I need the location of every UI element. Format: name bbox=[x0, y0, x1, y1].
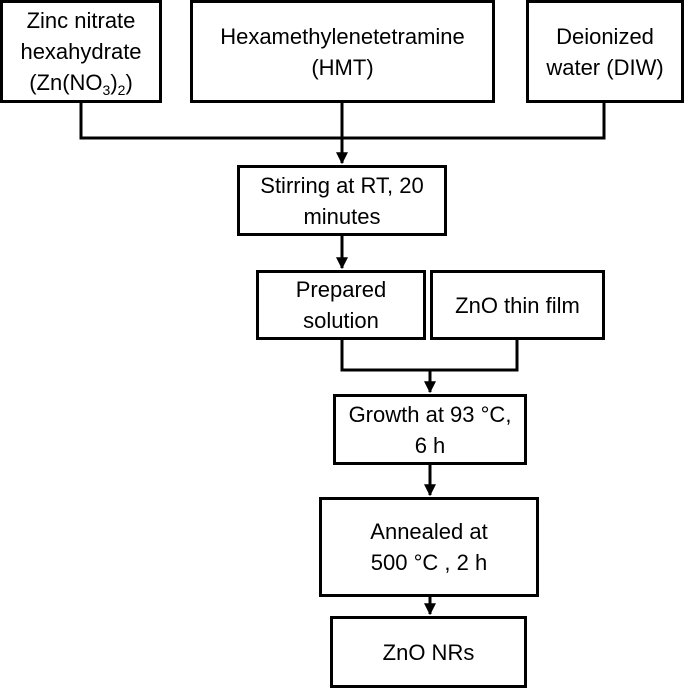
zno-nrs-line1: ZnO NRs bbox=[382, 639, 475, 665]
zno-nrs-box: ZnO NRs bbox=[330, 616, 527, 688]
diw-line2: water (DIW) bbox=[546, 54, 664, 80]
formula-sub-2: 2 bbox=[117, 82, 126, 98]
formula-part-b: ) bbox=[110, 70, 118, 95]
diw-box: Deionized water (DIW) bbox=[526, 0, 684, 103]
prepared-solution-line1: Prepared bbox=[295, 277, 387, 302]
hmt-line1: Hexamethylenetetramine bbox=[220, 23, 465, 49]
diw-line1: Deionized bbox=[556, 23, 654, 49]
growth-line2: 6 h bbox=[414, 432, 446, 458]
zinc-nitrate-line2: hexahydrate bbox=[20, 39, 142, 64]
formula-part-c: ) bbox=[125, 70, 133, 95]
hmt-line2: (HMT) bbox=[311, 54, 374, 80]
growth-line1: Growth at 93 °C, bbox=[348, 401, 512, 427]
annealed-box: Annealed at 500 °C , 2 h bbox=[319, 497, 539, 597]
formula-sub-3: 3 bbox=[102, 82, 111, 98]
zno-thin-film-box: ZnO thin film bbox=[430, 270, 605, 340]
zinc-nitrate-box: Zinc nitrate hexahydrate (Zn(NO3)2) bbox=[0, 0, 162, 103]
zno-thin-film-line1: ZnO thin film bbox=[455, 292, 580, 318]
stirring-line1: Stirring at RT, 20 bbox=[260, 172, 424, 198]
zinc-nitrate-formula: (Zn(NO3)2) bbox=[29, 67, 133, 98]
zinc-nitrate-line1: Zinc nitrate bbox=[26, 8, 136, 33]
prepared-solution-line2: solution bbox=[303, 308, 379, 333]
annealed-line1: Annealed at bbox=[370, 519, 488, 544]
formula-part-a: (Zn(NO bbox=[29, 70, 103, 95]
merge-line-middle bbox=[340, 340, 519, 372]
prepared-solution-box: Prepared solution bbox=[256, 270, 426, 340]
stirring-line2: minutes bbox=[303, 203, 381, 229]
stirring-box: Stirring at RT, 20 minutes bbox=[237, 165, 447, 236]
hmt-box: Hexamethylenetetramine (HMT) bbox=[190, 0, 495, 103]
annealed-line2: 500 °C , 2 h bbox=[370, 550, 488, 575]
growth-box: Growth at 93 °C, 6 h bbox=[333, 394, 527, 465]
